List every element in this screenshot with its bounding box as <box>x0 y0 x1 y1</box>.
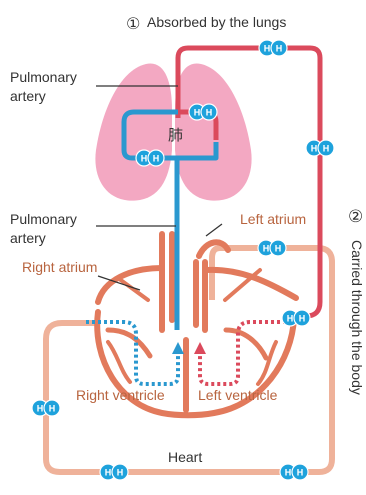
svg-text:H: H <box>194 107 201 117</box>
svg-text:H: H <box>37 403 44 413</box>
svg-text:H: H <box>263 243 270 253</box>
left-flow-path <box>200 322 292 384</box>
svg-text:H: H <box>49 403 56 413</box>
svg-text:H: H <box>297 467 304 477</box>
absorbed-label: Absorbed by the lungs <box>147 14 286 30</box>
svg-text:H: H <box>141 153 148 163</box>
svg-text:H: H <box>153 153 160 163</box>
svg-text:H: H <box>287 313 294 323</box>
valve-left-upper <box>226 330 266 358</box>
lung-label: 肺 <box>168 127 183 144</box>
svg-text:H: H <box>299 313 306 323</box>
left-atrium-label: Left atrium <box>240 211 306 227</box>
svg-text:H: H <box>117 467 124 477</box>
svg-text:H: H <box>285 467 292 477</box>
pulmonary-artery-mid-label-line1: Pulmonary <box>10 211 77 227</box>
flow-arrow-icon <box>172 342 184 354</box>
svg-text:H: H <box>206 107 213 117</box>
svg-text:H: H <box>275 243 282 253</box>
right-ventricle-label: Right ventricle <box>76 387 165 403</box>
left-lung <box>95 63 172 200</box>
carried-label: Carried through the body <box>349 240 365 395</box>
right-atrium-flap <box>118 278 148 300</box>
heart-label: Heart <box>168 449 202 465</box>
pulmonary-artery-top-label-line2: artery <box>10 88 46 104</box>
svg-text:H: H <box>311 143 318 153</box>
svg-text:H: H <box>276 43 283 53</box>
pulmonary-artery-mid-label-line2: artery <box>10 230 46 246</box>
svg-text:H: H <box>323 143 330 153</box>
right-lung <box>175 63 252 200</box>
right-atrium-label: Right atrium <box>22 259 97 275</box>
svg-text:H: H <box>264 43 271 53</box>
svg-text:H: H <box>105 467 112 477</box>
pulmonary-artery-top-label-line1: Pulmonary <box>10 69 77 85</box>
carried-step-marker: ② <box>348 207 363 226</box>
absorbed-step-marker: ① <box>126 16 140 33</box>
flow-arrow-icon <box>194 342 206 354</box>
left-ventricle-label: Left ventricle <box>198 387 278 403</box>
